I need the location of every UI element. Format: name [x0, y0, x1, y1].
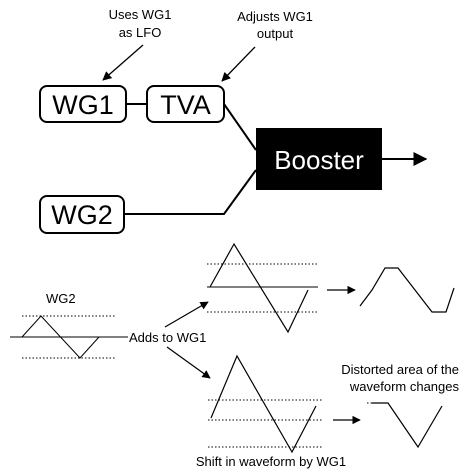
distorted-line2: waveform changes: [349, 379, 460, 394]
wg2-block: WG2: [39, 195, 125, 234]
wg1-lfo-arrow: [102, 44, 144, 81]
distorted-line1: Distorted area of the: [341, 362, 459, 377]
wg2-booster-connector: [124, 169, 257, 215]
adds-to-wg1-label: Adds to WG1: [129, 330, 206, 345]
tva-adjust-line2: output: [257, 26, 294, 41]
tva-adjust-annotation: Adjusts WG1 output: [237, 9, 313, 41]
tva-adjust-line1: Adjusts WG1: [237, 9, 313, 24]
tva-booster-connector: [223, 103, 257, 151]
lower-combined-waveform: [208, 354, 323, 454]
wg2-waveform: [10, 315, 128, 359]
shift-caption: Shift in waveform by WG1: [196, 454, 346, 469]
booster-label: Booster: [274, 145, 364, 175]
lower-branch-arrow: [166, 346, 211, 379]
wg1-label: WG1: [52, 90, 114, 120]
upper-branch-arrow: [164, 301, 209, 328]
distorted-area-annotation: Distorted area of the waveform changes: [341, 362, 459, 394]
wg2-label: WG2: [51, 200, 113, 230]
upper-result-waveform: [359, 267, 455, 313]
tva-block: TVA: [146, 85, 225, 123]
lower-result-waveform: [367, 402, 443, 449]
wg1-lfo-annotation: Uses WG1 as LFO: [109, 7, 172, 40]
upper-combined-waveform: [207, 242, 318, 334]
wg1-lfo-line1: Uses WG1: [109, 7, 172, 22]
tva-label: TVA: [160, 90, 211, 120]
wg1-block: WG1: [39, 85, 127, 123]
wg2-waveform-label: WG2: [46, 291, 76, 306]
booster-block: Booster: [256, 128, 382, 190]
wg1-lfo-line2: as LFO: [119, 25, 162, 40]
tva-adjust-arrow: [221, 46, 256, 82]
